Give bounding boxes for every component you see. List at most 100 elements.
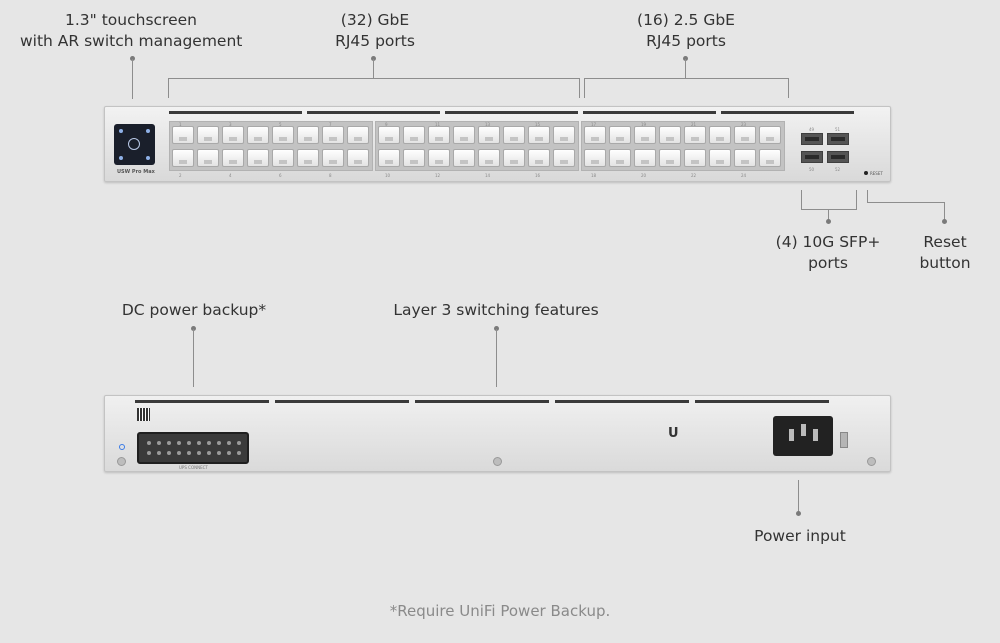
rj45-port[interactable] [684,149,706,167]
rj45-port[interactable] [684,126,706,144]
sfp-port[interactable] [801,133,823,145]
gbe25-bracket-left [584,78,585,98]
port-number: 5 [279,122,282,127]
rear-bar-4 [555,400,689,403]
rj45-port[interactable] [222,126,244,144]
gbe-leader [373,59,374,79]
sfp-leader-dot [826,219,831,224]
rj45-port[interactable] [734,149,756,167]
rj45-port[interactable] [347,149,369,167]
rj45-port[interactable] [247,126,269,144]
sfp-bracket [801,209,857,210]
rj45-port[interactable] [378,126,400,144]
power-leader [798,480,799,513]
rj45-port[interactable] [453,126,475,144]
rj45-port[interactable] [659,149,681,167]
reset-text: RESET [870,171,883,176]
rj45-port[interactable] [609,126,631,144]
rj45-port[interactable] [553,149,575,167]
inlet-pin-left [789,429,794,441]
rj45-port[interactable] [759,126,781,144]
rj45-port[interactable] [247,149,269,167]
rj45-port[interactable] [297,126,319,144]
rj45-port[interactable] [322,126,344,144]
dc-leader [193,329,194,387]
rj45-port[interactable] [453,149,475,167]
dc-pin [207,441,211,445]
rj45-port[interactable] [272,126,294,144]
rj45-port[interactable] [297,149,319,167]
sfp-leader [828,209,829,221]
dc-pin [177,441,181,445]
port-number: 3 [229,122,232,127]
touchscreen-display[interactable] [114,124,155,165]
rj45-port[interactable] [528,126,550,144]
rj45-port[interactable] [378,149,400,167]
rj45-port[interactable] [347,126,369,144]
sfp-port-number: 51 [835,127,841,132]
rj45-port[interactable] [709,149,731,167]
rj45-port[interactable] [172,149,194,167]
rj45-port[interactable] [584,149,606,167]
port-number: 17 [591,122,597,127]
rj45-port[interactable] [634,149,656,167]
rj45-port[interactable] [222,149,244,167]
sfp-port[interactable] [827,133,849,145]
port-number: 11 [435,122,441,127]
qr-code [137,408,150,421]
dc-pin [227,451,231,455]
rj45-port[interactable] [503,126,525,144]
rj45-port[interactable] [709,126,731,144]
sfp-port[interactable] [801,151,823,163]
rj45-port[interactable] [428,126,450,144]
port-number: 12 [435,173,441,178]
rj45-port[interactable] [322,149,344,167]
rj45-port[interactable] [503,149,525,167]
rj45-port[interactable] [584,126,606,144]
dc-pin [187,441,191,445]
rj45-port[interactable] [759,149,781,167]
rj45-port[interactable] [403,149,425,167]
dc-power-connector[interactable] [137,432,249,464]
sfp-port[interactable] [827,151,849,163]
inlet-pin-right [813,429,818,441]
reset-leader-vertical [867,190,868,203]
rj45-port[interactable] [478,149,500,167]
power-cord-clip[interactable] [840,432,848,448]
ac-power-inlet[interactable] [773,416,833,456]
rj45-port[interactable] [197,126,219,144]
power-leader-dot [796,511,801,516]
dc-pin [167,441,171,445]
port-bar-3 [445,111,578,114]
layer3-label-text: Layer 3 switching features [393,301,599,319]
rj45-port[interactable] [659,126,681,144]
port-number: 2 [179,173,182,178]
rj45-port[interactable] [634,126,656,144]
rj45-port[interactable] [172,126,194,144]
port-bar-1 [169,111,302,114]
rj45-port[interactable] [428,149,450,167]
reset-button[interactable] [864,171,868,175]
rj45-port[interactable] [272,149,294,167]
gbe-bracket-left [168,78,169,98]
rj45-port[interactable] [734,126,756,144]
sfp-port-number: 52 [835,167,841,172]
port-number: 18 [591,173,597,178]
rj45-port[interactable] [609,149,631,167]
rj45-port[interactable] [528,149,550,167]
dc-pin [157,441,161,445]
rj45-port[interactable] [553,126,575,144]
power-input-label: Power input [730,526,870,547]
dc-pin [197,441,201,445]
gbe25-leader-dot [683,56,688,61]
rj45-port[interactable] [403,126,425,144]
gbe25-ports-label-line2: RJ45 ports [646,32,726,50]
rj45-port[interactable] [197,149,219,167]
reset-leader-horizontal [867,202,945,203]
gbe25-leader [685,59,686,79]
rj45-port[interactable] [478,126,500,144]
port-number: 20 [641,173,647,178]
dc-pin [157,451,161,455]
port-number: 24 [741,173,747,178]
port-number: 6 [279,173,282,178]
